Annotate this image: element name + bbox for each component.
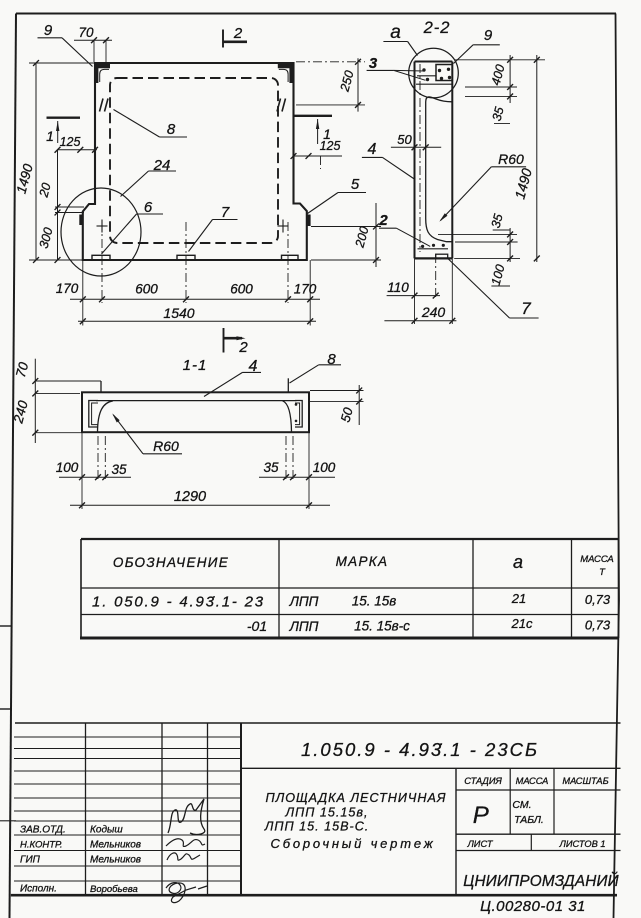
- svg-text:ЛИСТОВ 1: ЛИСТОВ 1: [558, 839, 605, 849]
- svg-text:ЦНИИПРОМЗДАНИЙ: ЦНИИПРОМЗДАНИЙ: [463, 872, 619, 890]
- svg-text:СТАДИЯ: СТАДИЯ: [464, 776, 502, 786]
- svg-text:ЛПП 15. 15В-С.: ЛПП 15. 15В-С.: [264, 820, 370, 834]
- svg-text:1.050.9 - 4.93̇.1 - 23СБ: 1.050.9 - 4.93̇.1 - 23СБ: [301, 739, 539, 760]
- svg-text:2: 2: [233, 25, 243, 42]
- svg-text:Исполн.: Исполн.: [20, 884, 57, 895]
- svg-text:9: 9: [44, 22, 53, 39]
- svg-text:ЛИСТ: ЛИСТ: [466, 839, 493, 849]
- svg-text:400: 400: [489, 63, 508, 87]
- svg-text:ГИП: ГИП: [20, 855, 41, 866]
- svg-text:15. 15в: 15. 15в: [352, 594, 397, 609]
- svg-text:15. 15в-с: 15. 15в-с: [354, 619, 410, 634]
- svg-text:3: 3: [369, 55, 378, 72]
- svg-text:35: 35: [489, 212, 506, 229]
- svg-text:2: 2: [238, 339, 248, 356]
- svg-text:а: а: [513, 552, 523, 572]
- svg-text:СМ.: СМ.: [512, 799, 531, 811]
- svg-text:R60: R60: [153, 438, 179, 454]
- svg-text:ЛПП: ЛПП: [289, 619, 319, 634]
- svg-text:Мельников: Мельников: [90, 855, 141, 866]
- svg-text:R60: R60: [498, 151, 524, 167]
- svg-text:Кодыш: Кодыш: [90, 825, 123, 836]
- svg-text:110: 110: [387, 280, 409, 295]
- svg-text:125: 125: [320, 139, 341, 153]
- svg-text:21с: 21с: [511, 616, 533, 631]
- svg-text:240: 240: [10, 399, 31, 426]
- svg-text:МАССА: МАССА: [580, 554, 613, 565]
- svg-text:2: 2: [378, 212, 388, 229]
- svg-text:1: 1: [323, 126, 331, 142]
- svg-text:200: 200: [352, 225, 371, 250]
- svg-text:1290: 1290: [174, 489, 206, 505]
- svg-text:8: 8: [327, 351, 336, 368]
- svg-text:Т: Т: [599, 567, 606, 578]
- svg-text:ТАБЛ.: ТАБЛ.: [514, 814, 544, 826]
- svg-text:170: 170: [294, 282, 317, 297]
- svg-text:35: 35: [490, 105, 507, 122]
- svg-text:Н.КОНТР.: Н.КОНТР.: [20, 840, 63, 851]
- svg-text:8: 8: [167, 121, 176, 138]
- svg-text:5: 5: [351, 176, 360, 193]
- svg-text:Ц.00280-01 31: Ц.00280-01 31: [480, 898, 586, 915]
- svg-text:600: 600: [135, 282, 158, 297]
- svg-text:МАСШТАБ: МАСШТАБ: [562, 776, 608, 786]
- svg-text:0,73: 0,73: [585, 592, 611, 607]
- svg-text:МАССА: МАССА: [516, 776, 549, 786]
- svg-text:7: 7: [521, 299, 531, 318]
- svg-text:-01: -01: [247, 618, 267, 634]
- svg-text:50: 50: [338, 405, 356, 424]
- svg-text:Сборочный чертеж: Сборочный чертеж: [271, 836, 436, 851]
- svg-text:100: 100: [56, 460, 79, 475]
- svg-text:2-2: 2-2: [423, 19, 451, 37]
- svg-text:6: 6: [144, 199, 153, 216]
- svg-text:24: 24: [153, 157, 171, 174]
- svg-text:7: 7: [221, 204, 230, 221]
- svg-text:300: 300: [37, 226, 56, 250]
- svg-text:Воробьева: Воробьева: [90, 884, 138, 895]
- svg-text:0,73: 0,73: [585, 618, 611, 633]
- svg-text:600: 600: [230, 282, 253, 297]
- svg-text:Р: Р: [473, 802, 489, 829]
- svg-text:20: 20: [36, 181, 53, 199]
- svg-text:250: 250: [337, 69, 356, 94]
- svg-text:ЛПП: ЛПП: [289, 594, 319, 609]
- svg-text:1540: 1540: [163, 305, 194, 321]
- svg-text:ЗАВ.ОТД.: ЗАВ.ОТД.: [20, 825, 66, 836]
- svg-text:50: 50: [397, 132, 412, 147]
- svg-text:70: 70: [13, 360, 32, 379]
- svg-text:170: 170: [56, 281, 79, 296]
- svg-text:1. 050.9 - 4.93̇.1- 23: 1. 050.9 - 4.93̇.1- 23: [92, 594, 265, 611]
- svg-text:35: 35: [111, 462, 127, 477]
- svg-text:ЛПП 15.15в,: ЛПП 15.15в,: [285, 806, 369, 820]
- svg-text:Мельников: Мельников: [90, 840, 141, 851]
- svg-text:21: 21: [511, 591, 526, 606]
- svg-text:МАРКА: МАРКА: [336, 554, 389, 569]
- svg-text:100: 100: [489, 263, 508, 287]
- svg-text:ОБОЗНАЧЕНИЕ: ОБОЗНАЧЕНИЕ: [113, 555, 229, 570]
- svg-text:4: 4: [368, 141, 377, 158]
- svg-text:а: а: [390, 22, 401, 43]
- svg-text:70: 70: [78, 25, 94, 40]
- svg-text:100: 100: [313, 460, 336, 475]
- svg-text:240: 240: [421, 304, 446, 320]
- svg-text:1: 1: [46, 128, 54, 144]
- svg-text:4: 4: [249, 358, 258, 375]
- svg-text:125: 125: [60, 135, 81, 149]
- svg-text:ПЛОЩАДКА ЛЕСТНИЧНАЯ: ПЛОЩАДКА ЛЕСТНИЧНАЯ: [266, 791, 447, 805]
- svg-text:35: 35: [263, 460, 279, 475]
- svg-text:9: 9: [484, 27, 493, 44]
- svg-text:1-1: 1-1: [183, 357, 208, 374]
